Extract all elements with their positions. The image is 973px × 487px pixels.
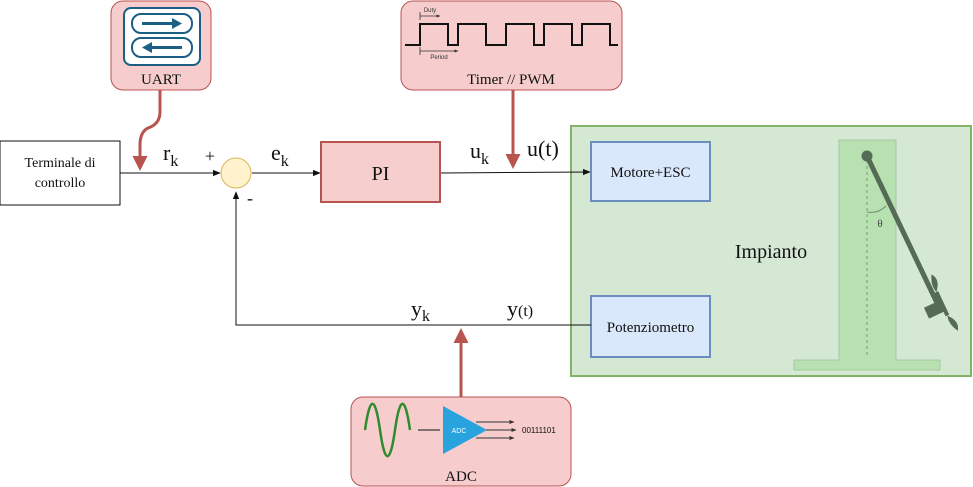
uart-icon — [123, 7, 201, 66]
pendulum-arm-icon — [861, 150, 959, 331]
pi-label: PI — [372, 163, 390, 185]
signal-y-label: yk — [411, 296, 430, 325]
signal-ut-label: u(t) — [527, 136, 559, 161]
duty-label: Duty — [424, 8, 436, 14]
signal-u-sub: k — [481, 151, 489, 168]
signal-e-sub: k — [281, 153, 289, 170]
timer-pwm-peripheral: Duty Period Timer // PWM — [400, 0, 623, 91]
timer-label: Timer // PWM — [467, 72, 555, 88]
signal-yt-base: y — [507, 296, 518, 321]
adc-chip-label: ADC — [452, 428, 467, 435]
summing-junction: + - — [205, 146, 253, 208]
terminal-label-line1: Terminale di — [25, 156, 96, 171]
pwm-wave-icon: Duty Period — [405, 8, 618, 61]
signal-r-label: rk — [163, 140, 178, 170]
adc-icon: ADC 00111101 — [363, 402, 556, 458]
adc-label: ADC — [445, 469, 477, 485]
signal-yt-label: y(t) — [507, 296, 533, 321]
signal-y-base: y — [411, 296, 422, 321]
period-label: Period — [430, 55, 447, 61]
signal-e-base: e — [271, 140, 281, 165]
motor-esc-block: Motore+ESC — [590, 141, 711, 202]
terminal-label-line2: controllo — [35, 176, 86, 191]
terminal-block: Terminale di controllo — [0, 140, 121, 206]
signal-u-label: uk — [470, 138, 489, 168]
signal-yt-arg: (t) — [518, 303, 533, 320]
uart-label: UART — [141, 72, 181, 88]
signal-y-sub: k — [422, 308, 430, 325]
adc-peripheral: ADC 00111101 ADC — [350, 396, 572, 487]
potentiometer-label: Potenziometro — [607, 320, 694, 336]
signal-r-sub: k — [170, 153, 178, 170]
signal-r-base: r — [163, 140, 171, 165]
signal-lines — [120, 168, 591, 326]
uart-peripheral: UART — [110, 0, 212, 91]
sum-minus-sign: - — [247, 188, 253, 208]
potentiometer-block: Potenziometro — [590, 295, 711, 358]
sum-plus-sign: + — [205, 146, 215, 166]
control-line — [440, 168, 591, 176]
uart-connector — [132, 90, 162, 171]
motor-esc-label: Motore+ESC — [610, 165, 690, 181]
angle-symbol: θ — [877, 218, 882, 230]
signal-u-base: u — [470, 138, 481, 163]
signal-e-label: ek — [271, 140, 289, 170]
peripheral-connectors — [132, 90, 521, 398]
pi-controller-block: PI — [320, 141, 441, 203]
adc-bits-label: 00111101 — [522, 426, 556, 435]
plant-label: Impianto — [735, 241, 807, 263]
feedback-line — [232, 191, 591, 326]
